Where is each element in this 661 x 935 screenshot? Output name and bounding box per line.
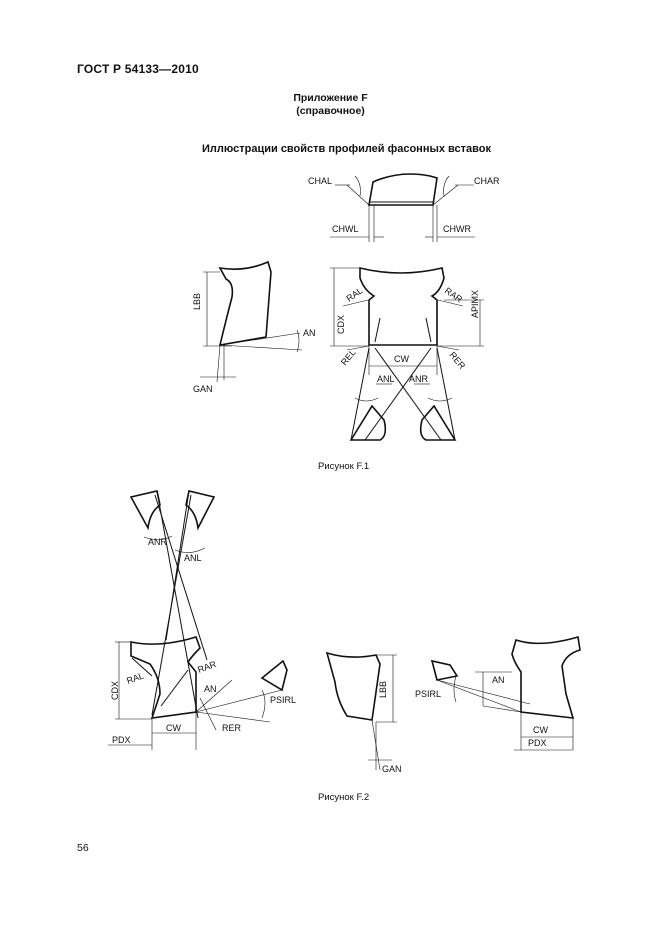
label-char: CHAR xyxy=(474,176,500,186)
label-cw: CW xyxy=(394,354,409,364)
f2-label-pdx: PDX xyxy=(112,735,131,745)
label-apimx: APIMX xyxy=(470,290,480,318)
f2-label-gan: GAN xyxy=(382,764,402,774)
label-an: AN xyxy=(303,328,316,338)
f2-crossing-wedges xyxy=(129,490,216,719)
label-gan: GAN xyxy=(193,384,213,394)
label-chwl: CHWL xyxy=(332,224,359,234)
f2-label-an-right: AN xyxy=(492,675,505,685)
label-rel: REL xyxy=(339,347,358,367)
f2-label-rer: RER xyxy=(222,723,242,733)
f2-label-rar: RAR xyxy=(196,659,218,675)
label-lbb: LBB xyxy=(192,293,202,310)
annex-subtitle: (справочное) xyxy=(296,105,365,117)
f2-label-anr: ANR xyxy=(148,537,168,547)
f2-main-profile xyxy=(108,636,288,750)
label-anr: ANR xyxy=(409,374,429,384)
figure1-caption: Рисунок F.1 xyxy=(318,461,370,472)
f2-label-lbb: LBB xyxy=(378,681,388,698)
f2-label-anl: ANL xyxy=(184,553,202,563)
annex-title: Приложение F xyxy=(293,92,368,104)
figure2-caption: Рисунок F.2 xyxy=(318,792,370,803)
f2-side-profile xyxy=(325,651,397,771)
f2-label-ral: RAL xyxy=(125,670,145,685)
f2-label-cw-right: CW xyxy=(533,725,548,735)
f2-label-cdx: CDX xyxy=(110,681,120,700)
f2-label-pdx-right: PDX xyxy=(528,738,547,748)
f2-label-psirl: PSIRL xyxy=(270,695,296,705)
label-chal: CHAL xyxy=(308,176,332,186)
side-profile xyxy=(200,260,303,383)
crossing-wedges xyxy=(349,347,457,441)
f2-label-cw: CW xyxy=(166,723,181,733)
page-number: 56 xyxy=(77,842,89,854)
chamfer-profile xyxy=(330,173,475,242)
document-header: ГОСТ Р 54133—2010 xyxy=(77,62,199,76)
f2-label-psirl-right: PSIRL xyxy=(415,689,441,699)
label-cdx: CDX xyxy=(336,315,346,334)
section-title: Иллюстрации свойств профилей фасонных вс… xyxy=(202,143,491,155)
label-anl: ANL xyxy=(377,374,395,384)
main-profile xyxy=(330,266,484,375)
f2-mirror-profile xyxy=(430,635,581,751)
label-chwr: CHWR xyxy=(443,224,471,234)
f2-label-an: AN xyxy=(204,684,217,694)
label-rer: RER xyxy=(447,350,467,371)
label-ral: RAL xyxy=(344,285,364,303)
